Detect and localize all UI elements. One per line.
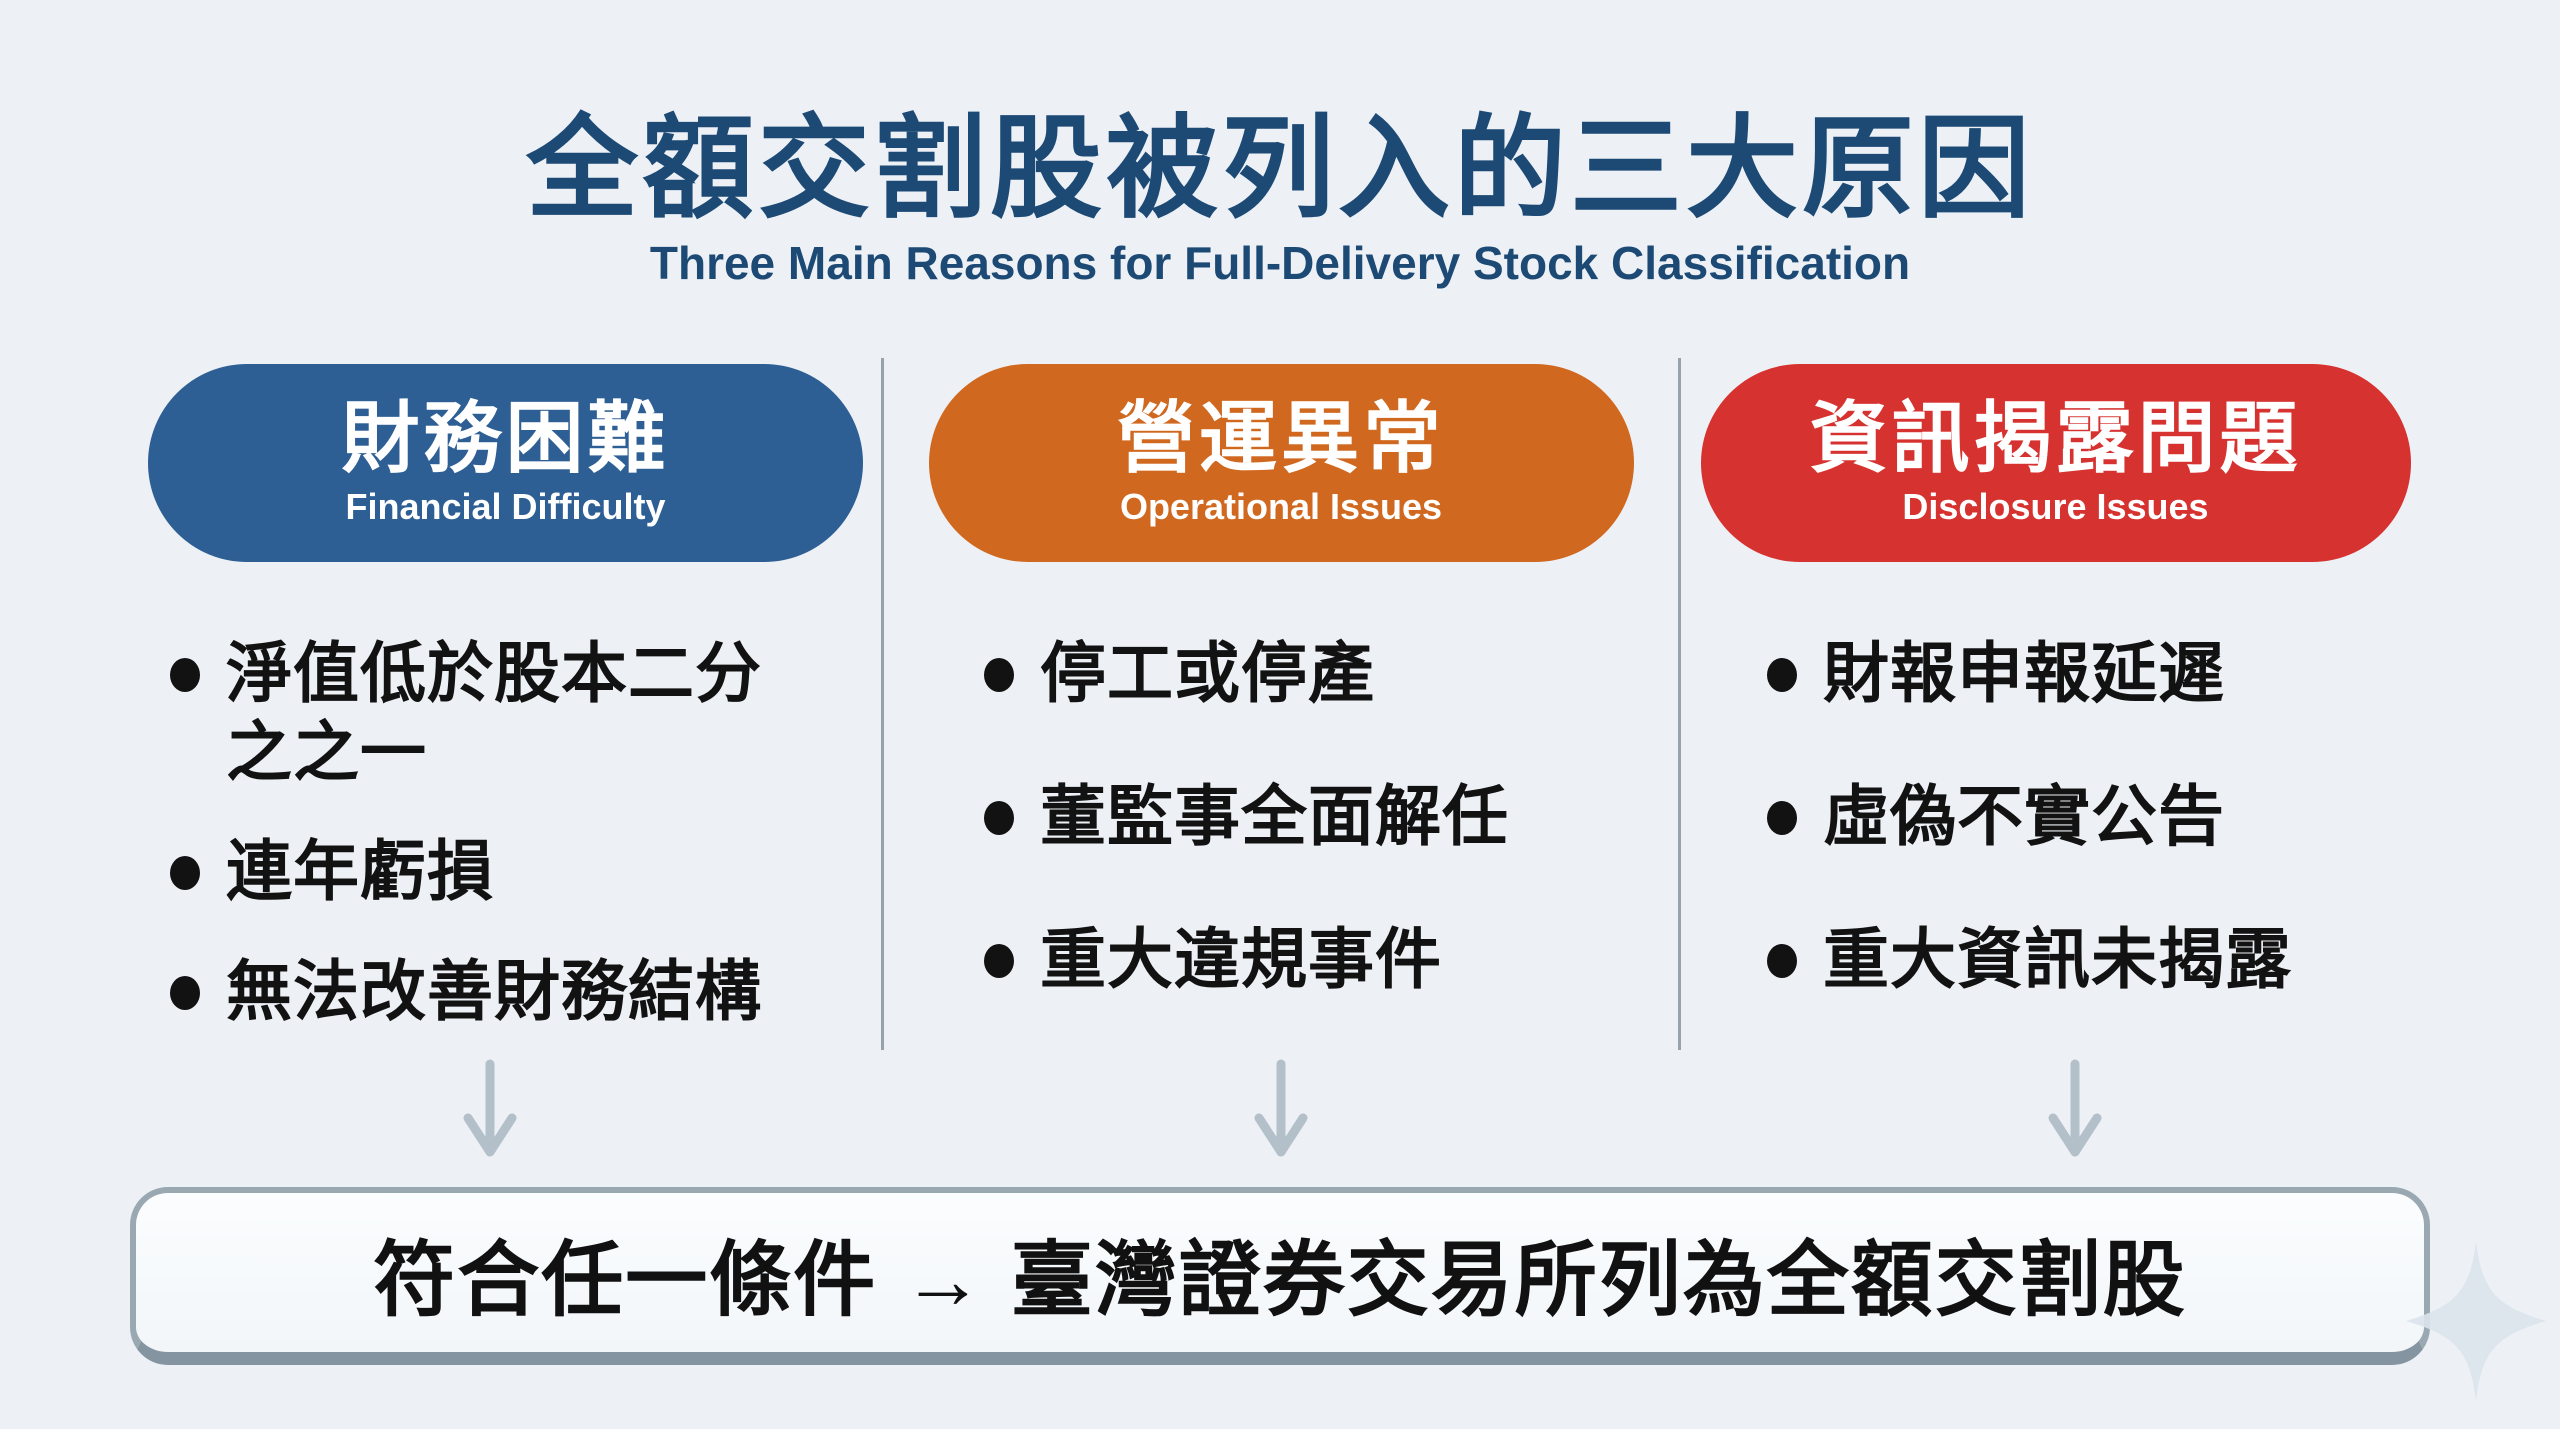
bullet-text: 重大違規事件: [1040, 922, 1442, 997]
pill-title-en: Disclosure Issues: [1902, 485, 2209, 527]
column-disclosure-issues: 資訊揭露問題 Disclosure Issues 財報申報延遲 虛偽不實公告 重…: [1681, 358, 2430, 1071]
bullet-text: 董監事全面解任: [1040, 779, 1509, 854]
conclusion-box: 符合任一條件 → 臺灣證券交易所列為全額交割股: [130, 1187, 2430, 1365]
conclusion-text: 符合任一條件 → 臺灣證券交易所列為全額交割股: [373, 1235, 2187, 1326]
pill-disclosure-issues: 資訊揭露問題 Disclosure Issues: [1700, 364, 2411, 562]
bullet-dot-icon: [984, 944, 1014, 979]
list-item: 重大違規事件: [984, 920, 1678, 999]
list-item: 虛偽不實公告: [1767, 777, 2430, 856]
page-subtitle: Three Main Reasons for Full-Delivery Sto…: [649, 237, 1911, 289]
list-item: 淨值低於股本二分之之一: [170, 634, 881, 792]
pill-title-zh: 財務困難: [341, 394, 670, 483]
list-item: 重大資訊未揭露: [1767, 920, 2430, 999]
down-arrow-icon: [463, 1059, 517, 1157]
column-financial-difficulty: 財務困難 Financial Difficulty 淨值低於股本二分之之一 連年…: [130, 358, 881, 1071]
page-title: 全額交割股被列入的三大原因: [526, 106, 2034, 231]
bullet-text: 連年虧損: [226, 834, 494, 909]
bullet-dot-icon: [984, 658, 1014, 692]
pill-title-zh: 營運異常: [1116, 394, 1445, 483]
column-divider: [1678, 358, 1681, 1050]
bullet-list-operational: 停工或停產 董監事全面解任 重大違規事件: [984, 634, 1678, 1000]
bullet-text: 財報申報延遲: [1823, 636, 2225, 710]
down-arrow-icon: [1254, 1059, 1308, 1157]
bullet-list-disclosure: 財報申報延遲 虛偽不實公告 重大資訊未揭露: [1767, 634, 2430, 1000]
down-arrow-icon: [2048, 1059, 2102, 1157]
list-item: 無法改善財務結構: [170, 952, 881, 1031]
bullet-dot-icon: [170, 856, 200, 891]
pill-title-en: Operational Issues: [1119, 485, 1443, 527]
list-item: 財報申報延遲: [1767, 634, 2430, 713]
bullet-dot-icon: [984, 801, 1014, 836]
pill-title-zh: 資訊揭露問題: [1809, 394, 2302, 483]
bullet-dot-icon: [170, 658, 200, 692]
list-item: 停工或停產: [984, 634, 1678, 713]
bullet-text: 虛偽不實公告: [1823, 779, 2225, 854]
bullet-dot-icon: [1767, 801, 1797, 836]
pill-financial-difficulty: 財務困難 Financial Difficulty: [148, 364, 863, 562]
bullet-text: 淨值低於股本二分之之一: [226, 636, 762, 790]
bullet-dot-icon: [1767, 944, 1797, 979]
list-item: 連年虧損: [170, 832, 881, 911]
column-divider: [881, 358, 884, 1050]
bullet-text: 重大資訊未揭露: [1823, 922, 2292, 997]
bullet-text: 停工或停產: [1040, 636, 1375, 710]
sparkle-icon: [2406, 1241, 2546, 1401]
bullet-list-financial: 淨值低於股本二分之之一 連年虧損 無法改善財務結構: [170, 634, 881, 1031]
column-operational-issues: 營運異常 Operational Issues 停工或停產 董監事全面解任 重大…: [884, 358, 1678, 1071]
bullet-dot-icon: [1767, 658, 1797, 692]
bullet-text: 無法改善財務結構: [226, 953, 762, 1028]
pill-title-en: Financial Difficulty: [345, 485, 666, 527]
list-item: 董監事全面解任: [984, 777, 1678, 856]
bullet-dot-icon: [170, 975, 200, 1010]
pill-operational-issues: 營運異常 Operational Issues: [928, 364, 1634, 562]
columns-row: 財務困難 Financial Difficulty 淨值低於股本二分之之一 連年…: [130, 358, 2430, 1071]
